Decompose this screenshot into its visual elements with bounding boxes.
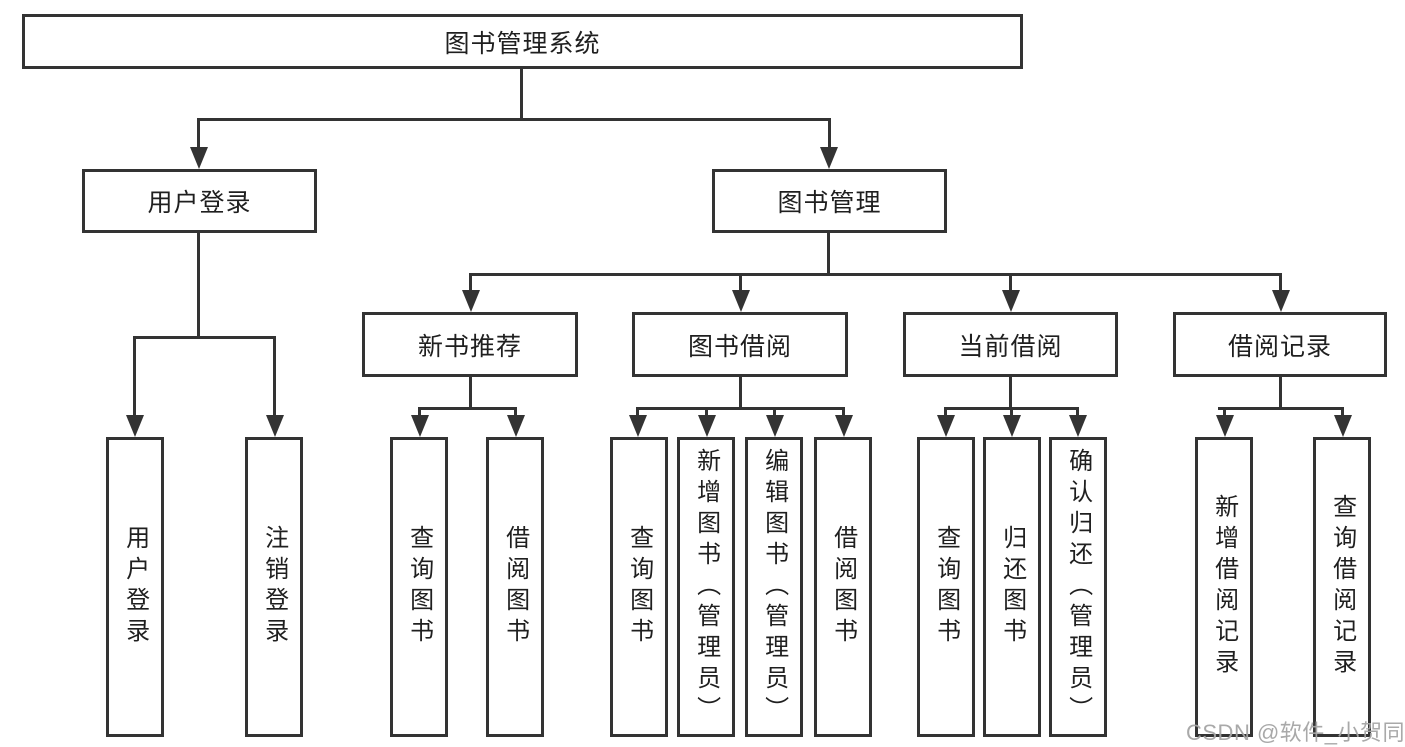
connector-line <box>1010 407 1013 418</box>
connector-line <box>1279 377 1282 410</box>
leaf-query-books-borrow: 查询图书 <box>610 437 668 737</box>
connector-line <box>773 407 776 418</box>
connector-line <box>418 407 421 418</box>
arrow-down-icon <box>835 415 853 437</box>
arrow-down-icon <box>732 290 750 312</box>
node-current-borrowing: 当前借阅 <box>903 312 1118 377</box>
connector-line <box>827 233 830 276</box>
leaf-query-borrow-record: 查询借阅记录 <box>1313 437 1371 737</box>
node-borrowing-records: 借阅记录 <box>1173 312 1387 377</box>
connector-line <box>469 377 472 410</box>
leaf-query-books-current: 查询图书 <box>917 437 975 737</box>
arrow-down-icon <box>1003 415 1021 437</box>
connector-line <box>705 407 708 418</box>
leaf-add-book-admin: 新增图书（管理员） <box>677 437 735 737</box>
node-new-book-recommendation: 新书推荐 <box>362 312 578 377</box>
connector-line <box>739 273 742 293</box>
leaf-query-books-recommend: 查询图书 <box>390 437 448 737</box>
arrow-down-icon <box>937 415 955 437</box>
arrow-down-icon <box>1272 290 1290 312</box>
arrow-down-icon <box>766 415 784 437</box>
leaf-borrow-books-recommend: 借阅图书 <box>486 437 544 737</box>
arrow-down-icon <box>126 415 144 437</box>
connector-line <box>197 118 200 150</box>
node-book-management: 图书管理 <box>712 169 947 233</box>
leaf-logout: 注销登录 <box>245 437 303 737</box>
connector-line <box>828 118 831 150</box>
connector-line <box>842 407 845 418</box>
arrow-down-icon <box>1002 290 1020 312</box>
connector-line <box>1279 273 1282 293</box>
connector-line <box>1009 273 1012 293</box>
connector-line <box>1218 407 1343 410</box>
arrow-down-icon <box>190 147 208 169</box>
arrow-down-icon <box>462 290 480 312</box>
leaf-borrow-books-borrow: 借阅图书 <box>814 437 872 737</box>
connector-line <box>1076 407 1079 418</box>
arrow-down-icon <box>507 415 525 437</box>
leaf-add-borrow-record: 新增借阅记录 <box>1195 437 1253 737</box>
node-library-management-system: 图书管理系统 <box>22 14 1023 69</box>
connector-line <box>469 273 472 293</box>
connector-line <box>273 336 276 417</box>
leaf-return-book: 归还图书 <box>983 437 1041 737</box>
connector-line <box>944 407 947 418</box>
connector-line <box>197 233 200 339</box>
node-user-login: 用户登录 <box>82 169 317 233</box>
leaf-user-login: 用户登录 <box>106 437 164 737</box>
arrow-down-icon <box>266 415 284 437</box>
connector-line <box>469 273 1282 276</box>
arrow-down-icon <box>411 415 429 437</box>
connector-line <box>197 118 831 121</box>
connector-line <box>133 336 136 417</box>
connector-line <box>1341 407 1344 418</box>
connector-line <box>1223 407 1226 418</box>
watermark: CSDN @软件_小贺同学 <box>1186 720 1405 745</box>
connector-line <box>636 407 844 410</box>
arrow-down-icon <box>1069 415 1087 437</box>
connector-line <box>636 407 639 418</box>
arrow-down-icon <box>1334 415 1352 437</box>
connector-line <box>739 377 742 410</box>
arrow-down-icon <box>1216 415 1234 437</box>
connector-line <box>133 336 276 339</box>
connector-line <box>418 407 516 410</box>
node-book-borrowing: 图书借阅 <box>632 312 848 377</box>
arrow-down-icon <box>820 147 838 169</box>
connector-line <box>1009 377 1012 410</box>
arrow-down-icon <box>698 415 716 437</box>
leaf-edit-book-admin: 编辑图书（管理员） <box>745 437 803 737</box>
leaf-confirm-return-admin: 确认归还（管理员） <box>1049 437 1107 737</box>
arrow-down-icon <box>629 415 647 437</box>
connector-line <box>514 407 517 418</box>
connector-line <box>520 69 523 118</box>
